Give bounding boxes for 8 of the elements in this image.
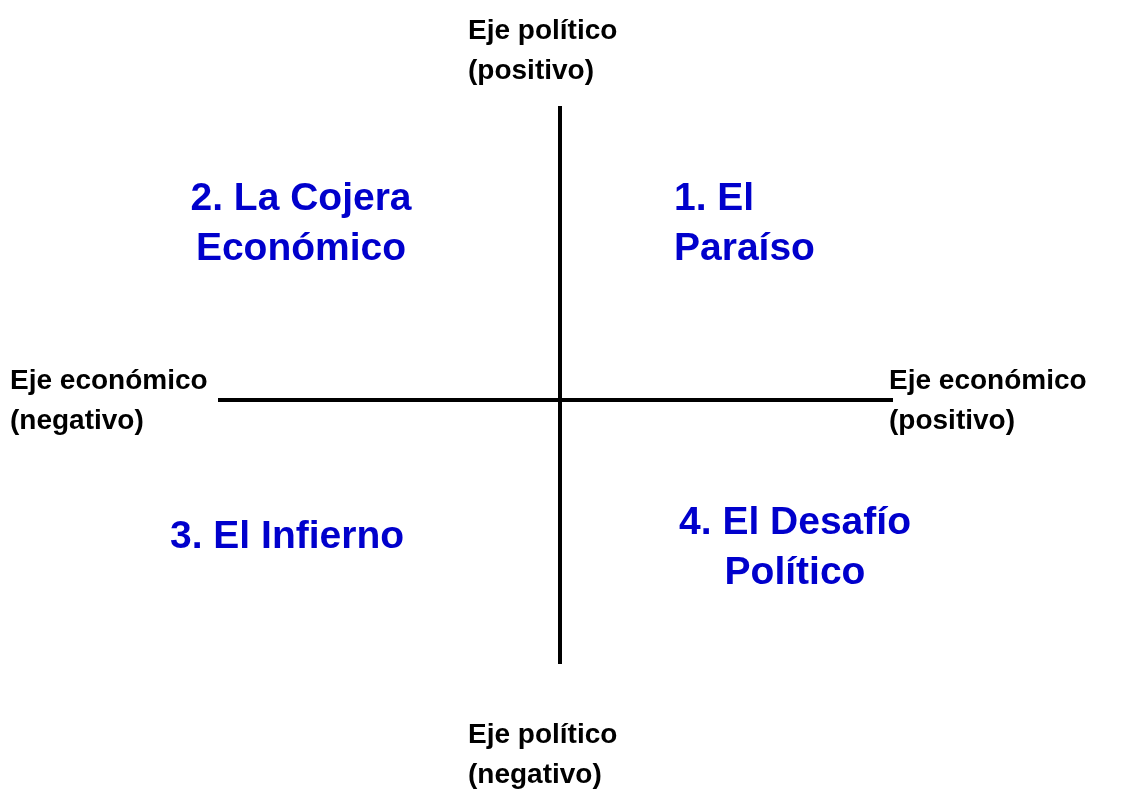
axis-label: Eje político (positivo): [468, 13, 619, 87]
quadrant-label: 4. El Desafío Político: [678, 498, 912, 594]
axis-label: Eje político (negativo): [468, 717, 619, 791]
quadrant-label: 3. El Infierno: [170, 512, 405, 558]
axis-label: Eje económico (positivo): [889, 363, 1088, 437]
quadrant-label: 2. La Cojera Económico: [189, 174, 413, 270]
quadrant-label: 1. El Paraíso: [674, 174, 816, 270]
axis-label: Eje económico (negativo): [10, 363, 209, 437]
